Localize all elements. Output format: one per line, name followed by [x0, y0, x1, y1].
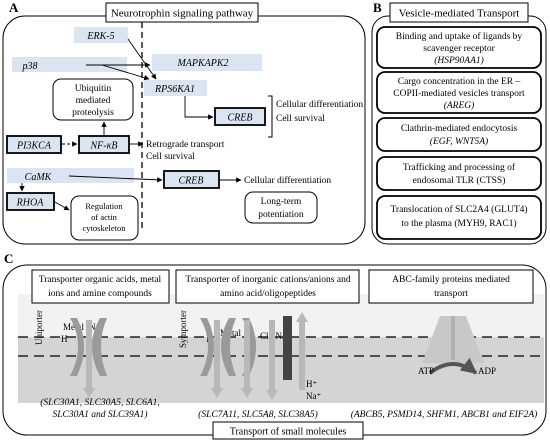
gene-creb-bottom [163, 170, 220, 189]
section-2-title-line-2: amino acid/oligopeptides [220, 289, 316, 299]
cl-na-label: Cl⁻ Na⁺ [260, 331, 291, 341]
gene-group-3: (ABCB5, PSMD14, SHFM1, ABCB1 and EIF2A) [351, 409, 538, 420]
ubiquitin-label-3: proteolysis [72, 108, 114, 118]
vesicle-box-1 [376, 26, 542, 69]
vesicle-box-3-line-2: (EGF, WNT5A) [430, 136, 488, 147]
vesicle-box-5-line-2: to the plasma (MYH9, RAC1) [401, 218, 516, 229]
arrow-p38-rps6ka1 [101, 64, 150, 81]
gene-mapkapk2-label: MAPKAPK2 [176, 58, 228, 69]
actin-label-1: Regulation [85, 201, 123, 211]
gene-pik3ca-label: PI3KCA [16, 141, 52, 152]
retrograde-label-2: Cell survival [146, 152, 195, 162]
panel-b-title-box [389, 2, 529, 23]
section-2-title-box [175, 269, 360, 304]
gene-creb-bottom-label: CREB [179, 176, 204, 187]
panel-b: B Vesicle-mediated Transport Binding and… [371, 0, 547, 245]
actin-box [70, 195, 139, 241]
gene-group-1-line-1: (SLC30A1, SLC30A5, SLC6A1, [40, 397, 160, 408]
gene-nfkb-label: NF-κB [89, 141, 117, 152]
gene-creb-top [214, 107, 266, 126]
antiporter-bar [283, 316, 292, 380]
panel-a-title: Neurotrophin signaling pathway [111, 8, 254, 20]
vesicle-box-1-line-2: scavenger receptor [423, 44, 495, 54]
gene-p38 [12, 57, 127, 72]
panel-a-title-box [105, 2, 259, 23]
panel-c-footer: Transport of small molecules [230, 427, 347, 438]
arrow-rps6ka1-creb [184, 96, 214, 120]
vesicle-box-2-line-1: Cargo concentration in the ER – [398, 77, 521, 87]
gene-erk5-label: ERK-5 [86, 31, 114, 42]
panel-a: A Neurotrophin signaling pathway ERK-5 p… [2, 0, 366, 245]
vesicle-box-4 [376, 156, 542, 191]
panel-c-footer-box [212, 421, 364, 440]
vesicle-box-3 [376, 117, 542, 152]
panel-c-letter: C [4, 251, 13, 266]
panel-a-arrows [19, 38, 242, 211]
panel-c: C Transporter organic acids, metal ions … [2, 251, 547, 440]
symporter-label: Symporter [178, 310, 188, 348]
gene-rps6ka1 [144, 80, 207, 96]
metal-label-1: Metal [63, 322, 84, 332]
gene-rhoa [6, 192, 55, 211]
section-3-title-line-2: transport [434, 289, 468, 299]
gene-p38-label: p38 [22, 61, 38, 72]
gene-mapkapk2 [152, 54, 262, 71]
vesicle-box-2-line-2: COPII-mediated vesicles transport [393, 89, 525, 99]
section-2-title-line-1: Transporter of inorganic cations/anions … [185, 274, 350, 285]
vesicle-box-3-line-1: Clathrin-mediated endocytosis [401, 124, 518, 134]
vesicle-box-2-line-3: (AREG) [444, 100, 475, 111]
panel-b-letter: B [373, 0, 382, 15]
section-1-title-line-1: Transporter organic acids, metal [39, 275, 162, 285]
vesicle-box-5 [376, 195, 542, 240]
section-3-title-box [368, 269, 534, 304]
diff-survival-label-2: Cell survival [276, 114, 325, 124]
uniporter-label: Uniporter [34, 310, 44, 345]
arrow-erk5-rps6ka1 [127, 38, 157, 80]
adp-label: ADP [478, 366, 496, 376]
diff-survival-label-1: Cellular differentiation [276, 99, 363, 110]
gene-rhoa-label: RHOA [16, 198, 45, 209]
vesicle-box-4-line-1: Trafficking and processing of [403, 162, 516, 173]
section-3-title-line-1: ABC-family proteins mediated [392, 274, 510, 285]
h-plus-label: H⁺ [306, 379, 317, 389]
atp-hydrolysis-arrow [428, 357, 478, 375]
actin-label-3: cytoskeleton [83, 223, 127, 233]
abc-transporter [422, 316, 484, 363]
vesicle-box-2 [376, 71, 542, 114]
ltp-box [244, 191, 318, 224]
arrow-rhoa-actin [54, 201, 70, 211]
cell-diff-label: Cellular differentiation [244, 175, 331, 186]
vesicle-box-5-line-1: Translocation of SLC2A4 (GLUT4) [390, 204, 527, 215]
symporter-channel [200, 318, 256, 376]
section-1-title-line-2: ions and amine compounds [48, 289, 152, 299]
vesicle-box-1-line-3: (HSP90AA1) [434, 55, 484, 66]
ltp-label-2: potentiation [258, 210, 304, 220]
gene-erk5 [74, 27, 128, 43]
gene-group-2: (SLC7A11, SLC5A8, SLC38A5) [198, 409, 318, 420]
vesicle-box-1-line-1: Binding and uptake of ligands by [396, 31, 523, 42]
vesicle-box-4-line-2: endosomal TLR (CTSS) [413, 175, 506, 186]
gene-camk-label: CaMK [25, 172, 53, 183]
gene-rps6ka1-label: RPS6KA1 [154, 84, 195, 95]
actin-label-2: of actin [91, 212, 117, 222]
creb-bracket [268, 95, 273, 138]
arrow-camk-creb [68, 175, 163, 183]
section-1-title-box [31, 269, 170, 304]
ubiquitin-box [52, 78, 134, 121]
gene-group-1-line-2: SLC30A1 and SLC39A1) [52, 409, 147, 420]
gene-pik3ca [6, 135, 62, 154]
ubiquitin-label-1: Ubiquitin [75, 84, 112, 94]
na-plus-label: Na⁺ [306, 391, 321, 401]
panel-a-letter: A [9, 0, 19, 15]
h-label-1: H [61, 334, 68, 344]
uniporter-channel [70, 318, 107, 376]
ltp-label-1: Long-term [261, 197, 302, 207]
gene-camk [7, 168, 134, 183]
gene-creb-top-label: CREB [228, 113, 253, 124]
atp-label: ATP [418, 366, 434, 376]
panel-b-title: Vesicle-mediated Transport [399, 8, 520, 20]
retrograde-label-1: Retrograde transport [146, 140, 225, 150]
ubiquitin-label-2: mediated [76, 96, 111, 106]
